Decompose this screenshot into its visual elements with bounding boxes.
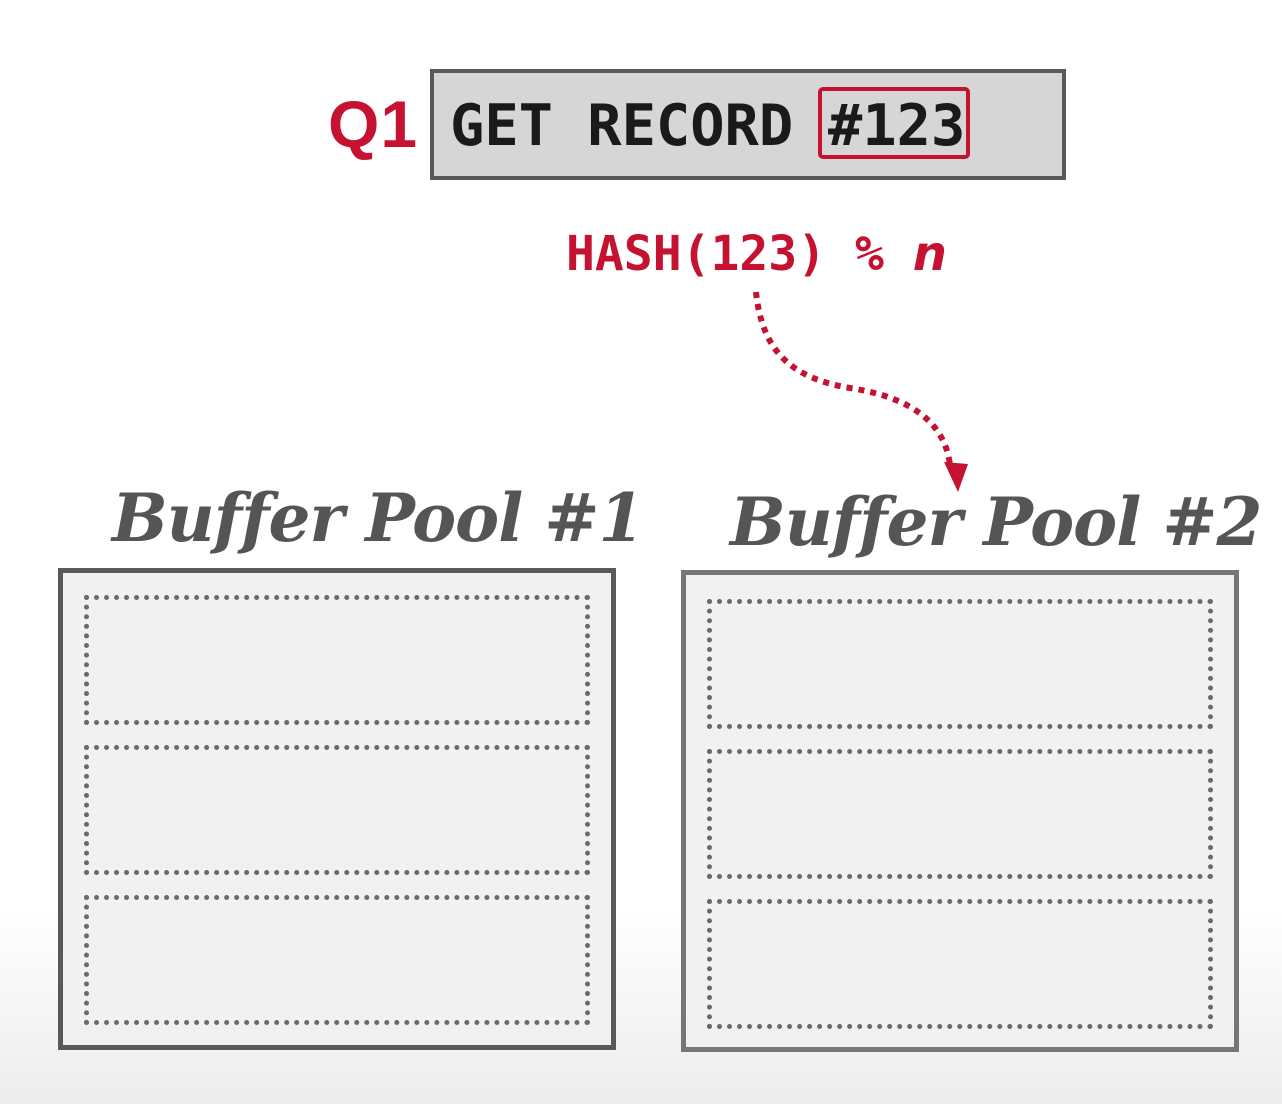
buffer-pool-2-frame-1 — [707, 599, 1213, 729]
hash-arrow-path — [753, 291, 953, 466]
buffer-pool-1-title: Buffer Pool #1 — [112, 479, 644, 557]
buffer-pool-1-frame-1 — [84, 595, 590, 725]
buffer-pool-2-frame-2 — [707, 749, 1213, 879]
buffer-pool-1-frame-3 — [84, 895, 590, 1025]
record-id-highlight: #123 — [818, 87, 970, 159]
record-id: #123 — [828, 93, 966, 159]
hash-modulus-variable: n — [912, 226, 947, 282]
query-label: Q1 — [328, 87, 419, 161]
buffer-pool-2-title: Buffer Pool #2 — [730, 483, 1262, 561]
hash-function: HASH(123) % — [566, 226, 913, 282]
buffer-pool-2 — [681, 570, 1239, 1052]
buffer-pool-1-frame-2 — [84, 745, 590, 875]
hash-expression: HASH(123) % n — [566, 224, 947, 284]
query-box: GET RECORD #123 — [430, 69, 1066, 180]
buffer-pool-1 — [58, 568, 616, 1050]
buffer-pool-2-frame-3 — [707, 899, 1213, 1029]
query-command: GET RECORD — [450, 93, 828, 159]
